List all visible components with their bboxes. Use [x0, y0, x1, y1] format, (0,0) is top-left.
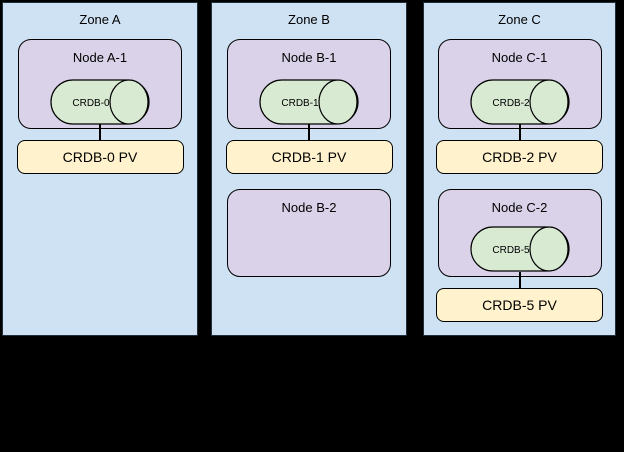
crdb-pod-cylinder-icon: CRDB-5: [469, 226, 570, 272]
pv-box: CRDB-2 PV: [436, 140, 603, 174]
connector-line: [308, 124, 310, 140]
node-title: Node C-1: [491, 50, 548, 65]
zone-title: Zone A: [79, 12, 121, 27]
pod-label: CRDB-1: [281, 98, 319, 109]
pod-label: CRDB-0: [72, 98, 110, 109]
pv-box: CRDB-5 PV: [436, 288, 603, 322]
pod-label: CRDB-2: [492, 98, 530, 109]
crdb-pod-cylinder-icon: CRDB-1: [259, 79, 359, 125]
node-b1: Node B-1 CRDB-1: [227, 39, 391, 129]
node-c2: Node C-2 CRDB-5: [437, 189, 602, 277]
node-title: Node B-1: [281, 50, 337, 65]
connector-line: [518, 272, 521, 288]
zone-a: Zone A Node A-1 CRDB-0 CRDB-0 PV: [2, 2, 198, 336]
zone-c: Zone C Node C-1 CRDB-2 CRDB-2 PV Node C-…: [423, 2, 616, 336]
node-b2: Node B-2: [227, 189, 391, 277]
zone-b: Zone B Node B-1 CRDB-1 CRDB-1 PV Node B-…: [211, 2, 407, 336]
zone-title: Zone C: [498, 12, 541, 27]
crdb-pod-cylinder-icon: CRDB-0: [50, 79, 150, 125]
node-title: Node C-2: [491, 200, 548, 215]
connector-line: [99, 124, 101, 140]
connector-line: [518, 124, 521, 140]
pv-box: CRDB-1 PV: [225, 140, 393, 174]
node-title: Node A-1: [72, 50, 128, 65]
pv-box: CRDB-0 PV: [16, 140, 184, 174]
pod-label: CRDB-5: [492, 245, 530, 256]
zone-title: Zone B: [288, 12, 330, 27]
node-a1: Node A-1 CRDB-0: [18, 39, 182, 129]
crdb-pod-cylinder-icon: CRDB-2: [469, 79, 570, 125]
node-title: Node B-2: [281, 200, 337, 215]
node-c1: Node C-1 CRDB-2: [437, 39, 602, 129]
